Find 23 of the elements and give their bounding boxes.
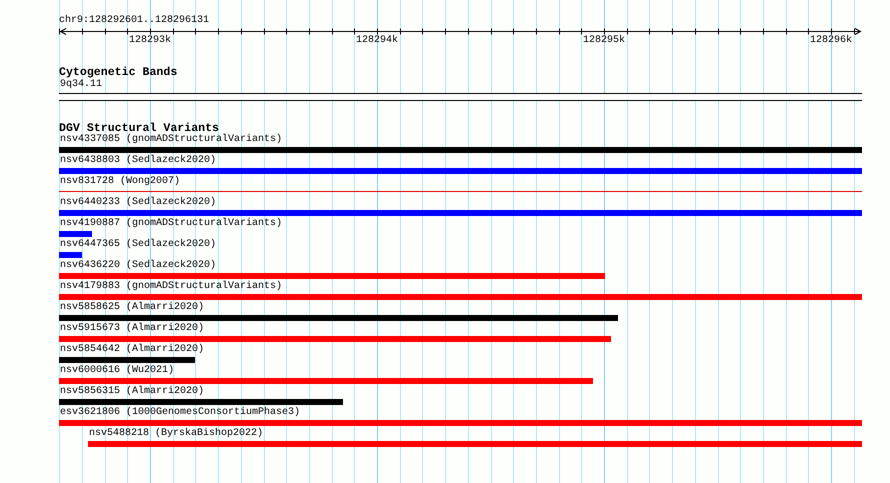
tick-label: 128293k bbox=[129, 35, 171, 47]
location-label: chr9:128292601..128296131 bbox=[59, 15, 210, 27]
variant-label: nsv6440233 (Sedlazeck2020) bbox=[60, 197, 216, 209]
variant-label: nsv831728 (Wong2007) bbox=[60, 176, 180, 188]
tick-label: 128296k bbox=[810, 35, 852, 47]
variant-label: nsv4190887 (gnomADStructuralVariants) bbox=[60, 218, 282, 230]
variant-label: nsv5858625 (Almarri2020) bbox=[60, 302, 204, 314]
variant-label: nsv6447365 (Sedlazeck2020) bbox=[60, 239, 216, 251]
variant-label: nsv6438803 (Sedlazeck2020) bbox=[60, 155, 216, 167]
variant-label: nsv5915673 (Almarri2020) bbox=[60, 323, 204, 335]
track-title: Cytogenetic Bands bbox=[59, 66, 178, 79]
variant-label: nsv5488218 (ByrskaBishop2022) bbox=[89, 428, 264, 440]
variant-label: nsv5856315 (Almarri2020) bbox=[60, 386, 204, 398]
track-title: DGV Structural Variants bbox=[59, 122, 220, 135]
variant-label: nsv4179883 (gnomADStructuralVariants) bbox=[60, 281, 282, 293]
variant-label: nsv6000616 (Wu2021) bbox=[60, 365, 174, 377]
variant-label: nsv5854642 (Almarri2020) bbox=[60, 344, 204, 356]
tick-label: 128294k bbox=[356, 35, 398, 47]
variant-label: esv3621806 (1000GenomesConsortiumPhase3) bbox=[60, 407, 300, 419]
variant-label: nsv4337085 (gnomADStructuralVariants) bbox=[60, 134, 282, 146]
variant-label: nsv6436220 (Sedlazeck2020) bbox=[60, 260, 216, 272]
tick-label: 128295k bbox=[583, 35, 625, 47]
band-label: 9q34.11 bbox=[60, 79, 102, 91]
